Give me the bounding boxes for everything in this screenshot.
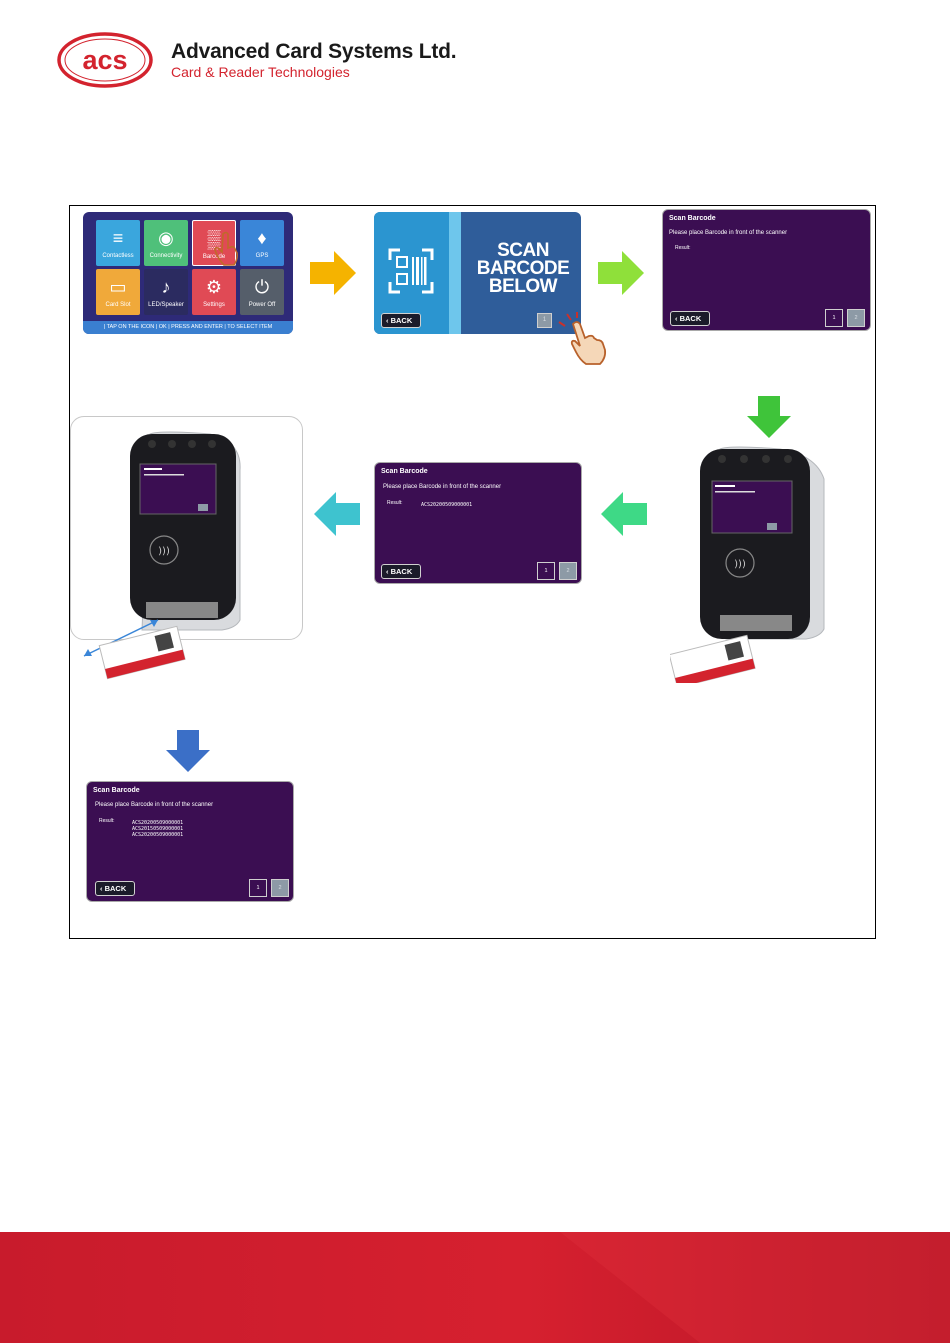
scan-barcode-below-text: SCAN BARCODE BELOW [476,240,570,297]
scan-barcode-dialog-three-results: Scan Barcode Please place Barcode in fro… [86,781,294,902]
page-2-button[interactable]: 2 [559,562,577,580]
acs-logo: acs [57,32,153,88]
terminal-device-image: ))) [83,431,241,680]
arrow-left-icon [314,492,360,536]
menu-footer-hint: | TAP ON THE ICON | OK | PRESS AND ENTER… [83,321,293,334]
dialog-title: Scan Barcode [93,787,140,794]
menu-tile-connectivity[interactable]: ◉ Connectivity [144,220,188,266]
menu-tile-led-speaker[interactable]: ♪ LED/Speaker [144,269,188,315]
page-2-button[interactable]: 2 [847,309,865,327]
back-button[interactable]: ‹ BACK [381,313,421,328]
result-label: Result: [99,818,115,824]
menu-tile-gps[interactable]: ♦ GPS [240,220,284,266]
back-button[interactable]: ‹ BACK [381,564,421,579]
arrow-down-icon [166,730,210,772]
menu-tile-label: GPS [255,253,269,259]
svg-text:))): ))) [158,546,170,557]
menu-tile-label: Power Off [248,302,276,308]
back-button-label: BACK [104,884,127,893]
location-pin-icon: ♦ [257,228,267,248]
result-value: ACS20200509000001 [132,820,184,826]
back-button[interactable]: ‹ BACK [670,311,710,326]
menu-tile-label: Settings [203,302,225,308]
page-1-button[interactable]: 1 [537,313,552,328]
dialog-instruction: Please place Barcode in front of the sca… [95,802,214,808]
result-label: Result: [387,500,403,506]
main-menu-screen: ≡ Contactless ◉ Connectivity ▒ Barcode ♦… [83,212,293,334]
result-label: Result: [675,245,691,251]
result-value: ACS20200509000001 [421,502,473,508]
dialog-title: Scan Barcode [669,215,716,222]
page-1-button[interactable]: 1 [825,309,843,327]
dialog-title: Scan Barcode [381,468,428,475]
gear-icon: ⚙ [205,277,223,297]
tap-hand-icon [214,231,238,266]
menu-tile-label: Contactless [102,253,134,259]
led-speaker-icon: ♪ [161,277,171,297]
dialog-instruction: Please place Barcode in front of the sca… [383,484,502,490]
back-button-label: BACK [390,567,413,576]
contactless-icon: ≡ [112,228,124,248]
back-button-label: BACK [679,314,702,323]
scan-barcode-dialog-one-result: Scan Barcode Please place Barcode in fro… [374,462,582,584]
folder-icon: ▭ [109,277,127,297]
scan-panel-divider [449,212,461,334]
logo-text: acs [82,45,127,75]
menu-tile-label: Card Slot [105,302,131,308]
footer-bar [0,1232,950,1343]
result-values: ACS20200509000001 ACS20150509000001 ACS2… [132,820,184,838]
figure-frame [69,205,876,939]
back-button-label: BACK [390,316,413,325]
menu-tile-card-slot[interactable]: ▭ Card Slot [96,269,140,315]
scan-barcode-below-screen: SCAN BARCODE BELOW ‹ BACK 1 [374,212,581,334]
company-tagline: Card & Reader Technologies [171,64,350,80]
company-name: Advanced Card Systems Ltd. [171,40,457,63]
menu-tile-label: LED/Speaker [148,302,184,308]
barcode-scan-icon [388,248,434,294]
menu-tile-contactless[interactable]: ≡ Contactless [96,220,140,266]
arrow-left-icon [601,492,647,536]
menu-tile-power-off[interactable]: ⏻ Power Off [240,269,284,315]
page-1-button[interactable]: 1 [249,879,267,897]
terminal-device-image: ))) [670,446,825,683]
tap-hand-icon [558,312,607,365]
wireless-icon: ◉ [158,228,174,248]
page-1-button[interactable]: 1 [537,562,555,580]
power-icon: ⏻ [254,277,270,297]
result-value: ACS20200509000001 [132,831,184,838]
arrow-right-icon [310,251,356,295]
result-value: ACS20150509000001 [132,825,184,832]
menu-tile-label: Connectivity [149,253,183,259]
svg-text:))): ))) [734,559,746,570]
dialog-instruction: Please place Barcode in front of the sca… [669,230,788,236]
page-2-button[interactable]: 2 [271,879,289,897]
menu-tile-settings[interactable]: ⚙ Settings [192,269,236,315]
arrow-down-icon [747,396,791,438]
menu-tile-label: Barcode [202,254,226,260]
arrow-right-icon [598,251,644,295]
scan-barcode-dialog-empty: Scan Barcode Please place Barcode in fro… [662,209,871,331]
barcode-icon: ▒ [207,229,221,249]
back-button[interactable]: ‹ BACK [95,881,135,896]
